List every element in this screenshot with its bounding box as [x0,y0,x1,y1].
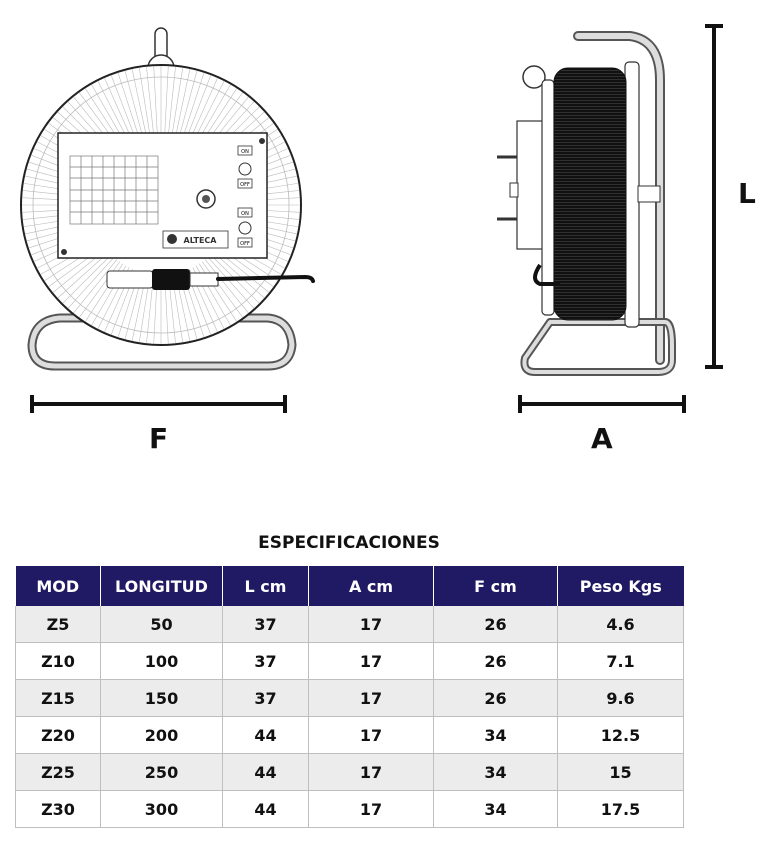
front-view: ON OFF ON OFF ALTECA [20,27,315,371]
col-header-l: L cm [222,566,309,606]
cell-peso: 4.6 [557,606,684,643]
specs-table: MOD LONGITUD L cm A cm F cm Peso Kgs Z5 … [15,566,684,828]
cell-mod: Z10 [15,642,101,680]
cell-a: 17 [308,716,434,754]
cell-longitud: 150 [100,679,223,717]
col-header-mod: MOD [15,566,101,606]
reel-drawing: ON OFF ON OFF ALTECA [20,24,723,413]
cell-longitud: 200 [100,716,223,754]
cell-a: 17 [308,679,434,717]
cell-f: 34 [433,753,558,791]
cell-l: 37 [222,606,309,643]
cell-l: 37 [222,679,309,717]
switch2-on-label: ON [241,211,249,217]
table-header-row: MOD LONGITUD L cm A cm F cm Peso Kgs [15,566,684,606]
cell-a: 17 [308,642,434,680]
col-header-f: F cm [433,566,558,606]
cell-f: 26 [433,606,558,643]
cell-a: 17 [308,606,434,643]
table-row: Z5 50 37 17 26 4.6 [15,606,684,643]
table-row: Z15 150 37 17 26 9.6 [15,679,684,717]
width-label: F [149,422,169,455]
cell-mod: Z30 [15,790,101,828]
cell-f: 26 [433,679,558,717]
cell-l: 44 [222,716,309,754]
switch2-off-label: OFF [240,241,250,247]
cell-l: 37 [222,642,309,680]
probe [106,270,154,289]
cell-l: 44 [222,753,309,791]
cell-longitud: 100 [100,642,223,680]
switch1-on-label: ON [241,149,249,155]
cell-f: 26 [433,642,558,680]
brand-logo [162,230,229,249]
table-row: Z30 300 44 17 34 17.5 [15,790,684,828]
cell-a: 17 [308,753,434,791]
brand-text: ALTECA [184,236,218,245]
depth-label: A [591,422,613,455]
col-header-longitud: LONGITUD [100,566,223,606]
switch1-off-label: OFF [240,182,250,188]
cell-mod: Z15 [15,679,101,717]
col-header-a: A cm [308,566,434,606]
table-row: Z20 200 44 17 34 12.5 [15,716,684,754]
cell-f: 34 [433,790,558,828]
table-row: Z25 250 44 17 34 15 [15,753,684,791]
side-view [497,31,676,376]
cell-a: 17 [308,790,434,828]
cell-peso: 17.5 [557,790,684,828]
cable-drum [553,67,627,321]
cell-f: 34 [433,716,558,754]
cell-peso: 12.5 [557,716,684,754]
col-header-peso: Peso Kgs [557,566,684,606]
grid-display [69,155,159,225]
dimension-lines [30,24,723,413]
cell-longitud: 300 [100,790,223,828]
height-label: L [738,177,756,210]
table-row: Z10 100 37 17 26 7.1 [15,642,684,680]
cell-longitud: 50 [100,606,223,643]
cell-mod: Z20 [15,716,101,754]
cell-mod: Z5 [15,606,101,643]
cell-peso: 15 [557,753,684,791]
cell-peso: 7.1 [557,642,684,680]
cell-peso: 9.6 [557,679,684,717]
control-panel [57,132,268,259]
cell-mod: Z25 [15,753,101,791]
cell-longitud: 250 [100,753,223,791]
specs-title: ESPECIFICACIONES [258,533,440,553]
cell-l: 44 [222,790,309,828]
